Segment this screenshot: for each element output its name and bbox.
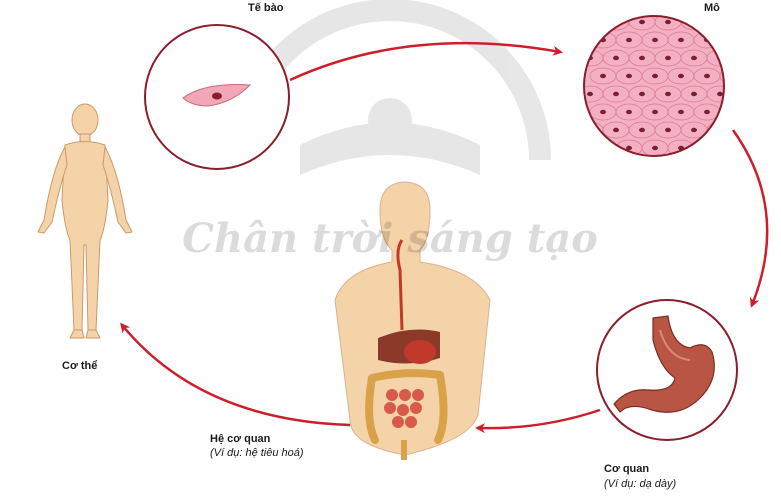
tissue-illustration bbox=[583, 15, 725, 157]
cell-illustration bbox=[144, 24, 290, 170]
cell-label: Tế bào bbox=[248, 2, 284, 14]
arrow-cell-to-tissue bbox=[289, 41, 563, 82]
arrow-system-to-body bbox=[120, 322, 351, 427]
digestive-system-illustration bbox=[334, 181, 491, 460]
organ-system-example: (Ví dụ: hệ tiêu hoá) bbox=[210, 447, 304, 459]
stomach-illustration bbox=[596, 299, 738, 441]
tissue-label: Mô bbox=[704, 2, 720, 14]
watermark-text: Chân trời sáng tạo bbox=[182, 215, 598, 262]
arrow-tissue-to-organ bbox=[731, 129, 769, 308]
organ-system-label: Hệ cơ quan bbox=[210, 433, 271, 445]
arrow-organ-to-system bbox=[475, 408, 601, 434]
body-label: Cơ thể bbox=[62, 360, 98, 372]
human-body-illustration bbox=[37, 103, 133, 339]
organ-label: Cơ quan bbox=[604, 463, 650, 475]
organ-example: (Ví dụ: dạ dày) bbox=[604, 478, 677, 490]
